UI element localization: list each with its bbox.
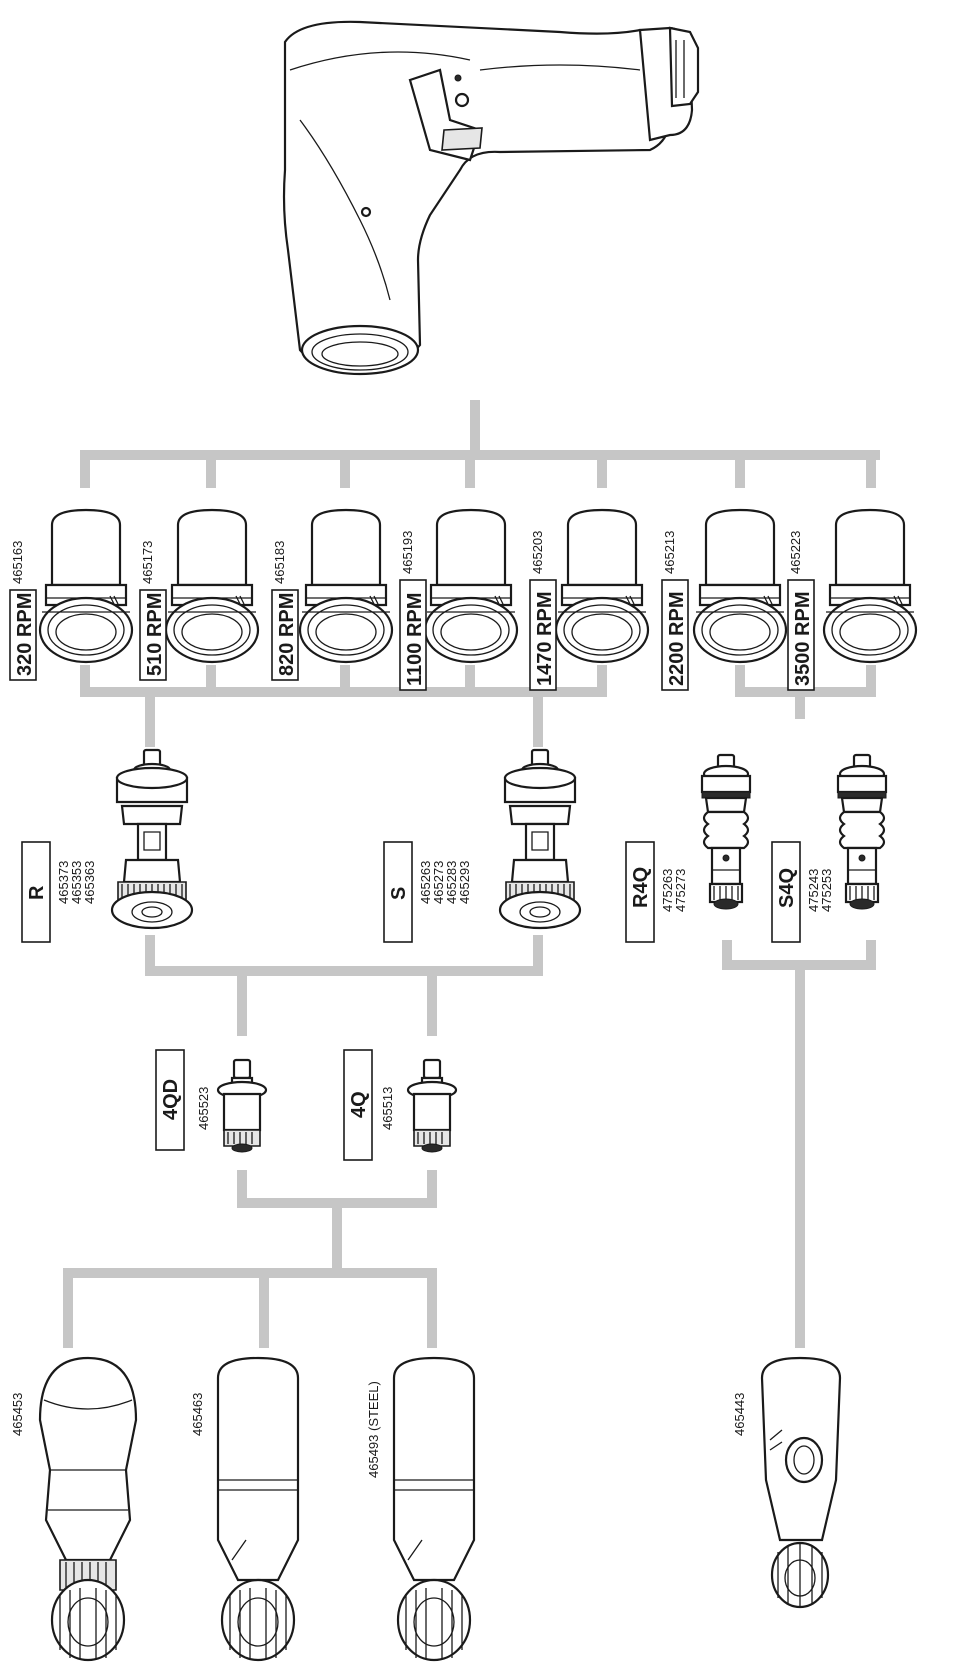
spindle-type-label: R4Q bbox=[630, 867, 652, 908]
spindle-type-label: S bbox=[388, 887, 410, 900]
spindle-type-label: S4Q bbox=[776, 868, 798, 908]
part-number: 465493 (STEEL) bbox=[366, 1381, 381, 1478]
part-number: 465463 bbox=[190, 1393, 205, 1436]
adapter-4q bbox=[408, 1060, 456, 1152]
spindle-type-label: R bbox=[26, 885, 48, 900]
speed-unit-cartridge bbox=[166, 510, 258, 662]
speed-label: 3500 RPM bbox=[792, 592, 814, 687]
part-number: 465223 bbox=[788, 531, 803, 574]
adapters bbox=[218, 1060, 456, 1152]
part-number: 465443 bbox=[732, 1393, 747, 1436]
part-number: 465453 bbox=[10, 1393, 25, 1436]
adapter-type-label: 4Q bbox=[348, 1091, 370, 1118]
adapter-type-label: 4QD bbox=[160, 1079, 182, 1120]
head-465463 bbox=[218, 1358, 298, 1660]
speed-unit-cartridge bbox=[694, 510, 786, 662]
speed-label: 510 RPM bbox=[144, 593, 166, 676]
spindle-r4q bbox=[702, 755, 750, 909]
adapter-labels: 4QD 465523 4Q 465513 bbox=[156, 1050, 395, 1160]
speed-label: 820 RPM bbox=[276, 593, 298, 676]
adapter-4qd bbox=[218, 1060, 266, 1152]
speed-label: 2200 RPM bbox=[666, 592, 688, 687]
speed-unit-cartridge bbox=[824, 510, 916, 662]
head-465493-steel bbox=[394, 1358, 474, 1660]
part-number: 465513 bbox=[380, 1087, 395, 1130]
speed-unit-cartridge bbox=[40, 510, 132, 662]
part-number: 465293 bbox=[457, 861, 472, 904]
speed-label: 1100 RPM bbox=[404, 593, 426, 686]
spindle-r bbox=[112, 750, 192, 928]
speed-unit-cartridge bbox=[556, 510, 648, 662]
speed-unit-cartridge bbox=[300, 510, 392, 662]
part-number: 475273 bbox=[673, 869, 688, 912]
part-number: 465203 bbox=[530, 531, 545, 574]
speed-label: 1470 RPM bbox=[534, 592, 556, 687]
spindles bbox=[112, 750, 886, 928]
speed-label: 320 RPM bbox=[14, 593, 36, 676]
spindle-s bbox=[500, 750, 580, 928]
part-number: 465523 bbox=[196, 1087, 211, 1130]
head-465443 bbox=[762, 1358, 840, 1607]
part-number: 465213 bbox=[662, 531, 677, 574]
part-number: 465173 bbox=[140, 541, 155, 584]
speed-unit-cartridges bbox=[40, 510, 916, 662]
part-number: 465163 bbox=[10, 541, 25, 584]
head-465453 bbox=[40, 1358, 136, 1660]
spindle-s4q bbox=[838, 755, 886, 909]
part-number: 465193 bbox=[400, 531, 415, 574]
part-number: 475253 bbox=[819, 869, 834, 912]
speed-labels: 320 RPM 465163 510 RPM 465173 820 RPM 46… bbox=[10, 531, 814, 690]
part-number: 465183 bbox=[272, 541, 287, 584]
speed-unit-cartridge bbox=[425, 510, 517, 662]
part-number: 465363 bbox=[82, 861, 97, 904]
motor-handle-illustration bbox=[284, 22, 698, 374]
